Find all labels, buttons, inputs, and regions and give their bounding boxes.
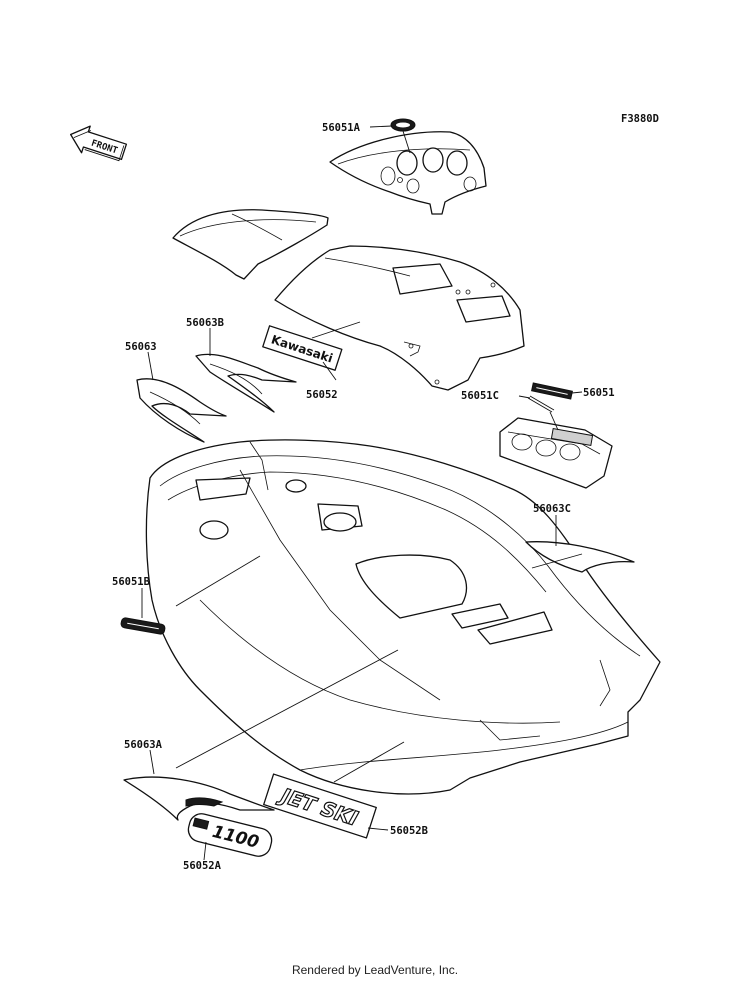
stripe-decal-56063A [123,776,275,821]
callout-56052B: 56052B [390,825,428,837]
callout-56063C: 56063C [533,503,571,515]
hull [145,439,661,795]
callout-56063: 56063 [125,341,157,353]
strip-56051C [527,395,555,413]
hood-cover [172,209,329,280]
jetski-decal-56052B: JET SKI [263,773,377,839]
callout-56063B: 56063B [186,317,224,329]
stripe-decal-56063C [525,541,635,573]
callout-56051C: 56051C [461,390,499,402]
stripe-decal-56063B [195,353,297,413]
callout-56051A: 56051A [322,122,361,134]
figure-code: F3880D [621,113,659,125]
engine-cover [499,411,613,489]
callout-56052: 56052 [306,389,338,401]
model-decal-56052A: 1100 [187,813,273,857]
emblem-56051A [390,118,416,132]
footer-credit: Rendered by LeadVenture, Inc. [291,963,459,977]
callout-56052A: 56052A [183,860,222,872]
callout-56051B: 56051B [112,576,150,588]
deck-cover [274,245,525,391]
front-arrow-icon: FRONT [70,125,128,162]
emblem-56051B [120,617,166,635]
kawasaki-decal: Kawasaki [262,325,343,371]
callout-56063A: 56063A [124,739,163,751]
upper-dash-cover [329,131,487,215]
callout-56051: 56051 [583,387,615,399]
stripe-decal-56063 [136,378,227,443]
emblem-56051C [531,382,573,400]
